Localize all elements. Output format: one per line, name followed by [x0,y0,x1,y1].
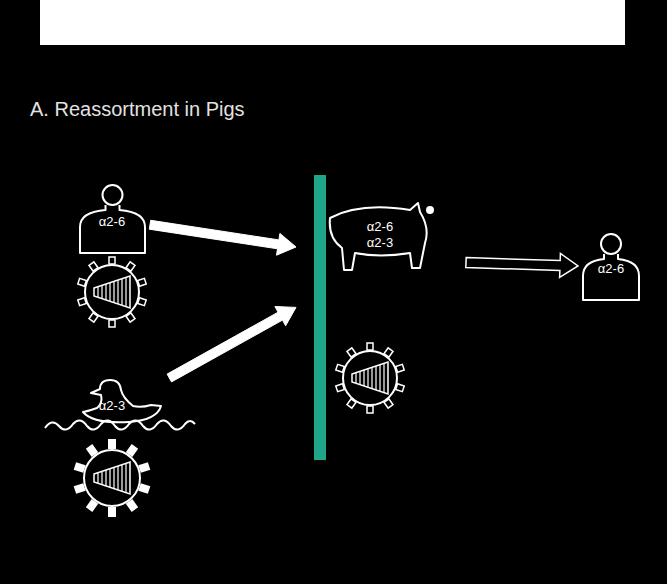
duck-figure [45,420,195,429]
receptor-label: α2-3 [99,399,125,412]
human-virus [78,257,146,327]
human-figure [103,185,123,205]
receptor-label: α2-6 [598,262,624,275]
arrow-shape [149,220,296,255]
title: A. Reassortment in Pigs [30,98,245,121]
pig-node: α2-6 α2-3 [296,190,466,330]
human-figure [601,234,621,254]
receptor-label: α2-3 [367,236,393,249]
arrow-shape [466,254,578,278]
receptor-label: α2-6 [99,215,125,228]
duck-figure [83,380,161,422]
pig-figure [330,203,427,270]
human-figure [80,205,145,253]
pig-outline [296,190,466,330]
human-figure [583,254,639,300]
human-node: α2-6 [578,232,644,302]
human-node: α2-6 [75,183,150,255]
duck-node: α2-3 [45,378,195,433]
pig-figure [427,207,433,213]
reassortant-virus [336,343,404,413]
arrow-shape [167,307,296,382]
avian-virus [74,439,151,517]
receptor-label: α2-6 [367,220,393,233]
barrier-bar [314,175,326,460]
hollow-arrow [466,254,578,278]
solid-arrow [149,220,296,255]
top-band [40,0,625,45]
solid-arrow [167,307,296,382]
